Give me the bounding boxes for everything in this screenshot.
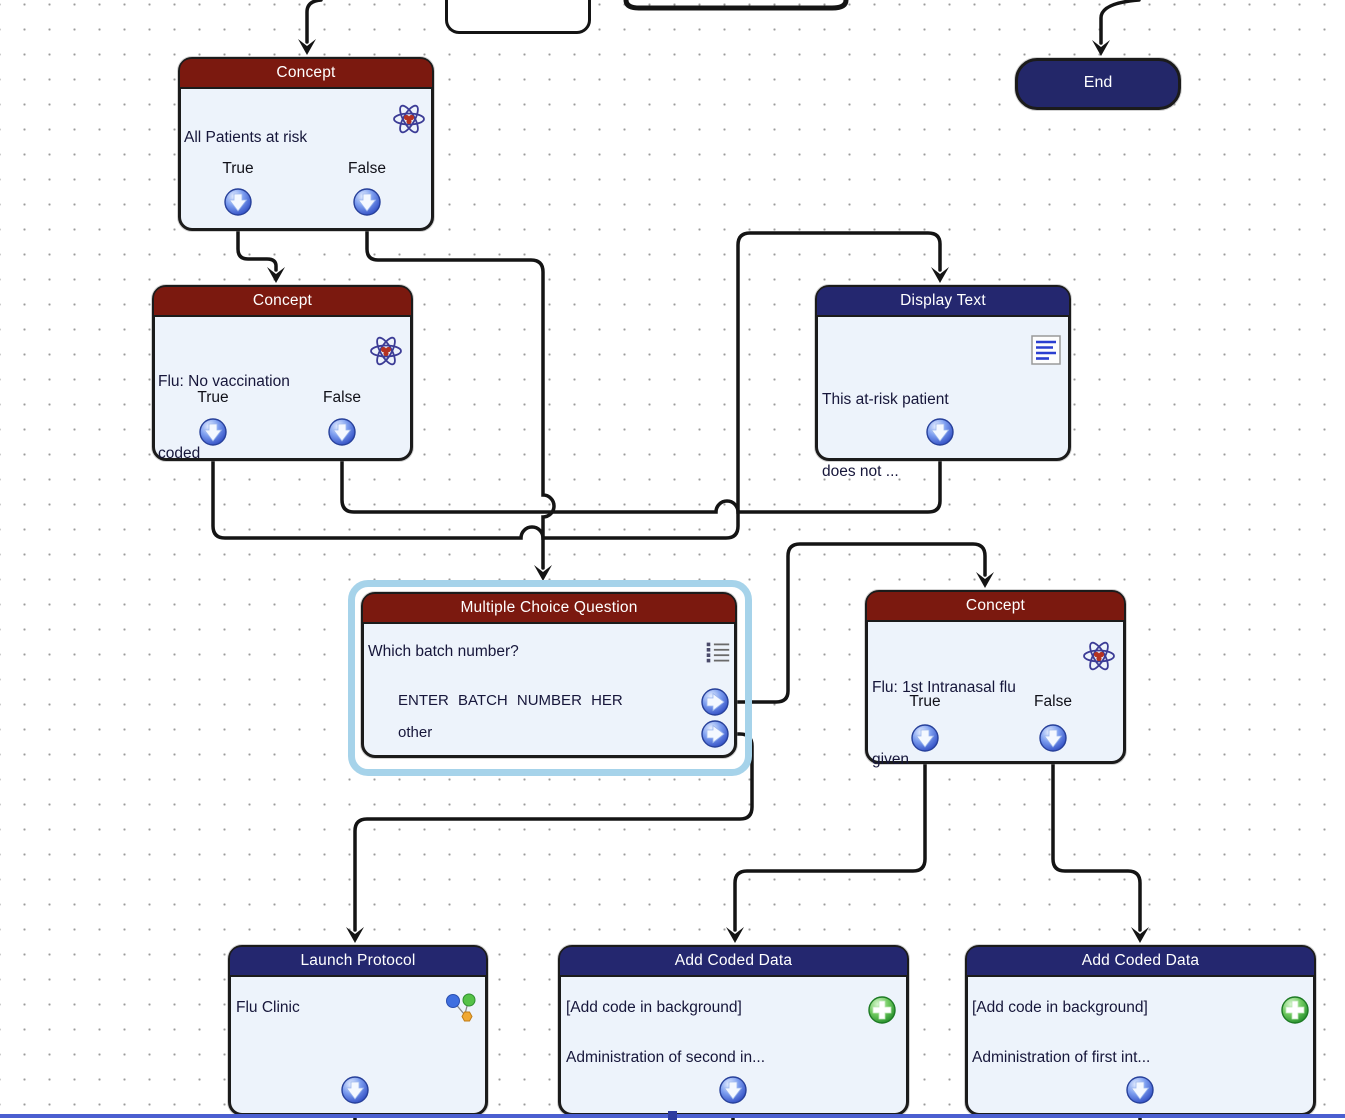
option-arrow[interactable] bbox=[701, 688, 729, 716]
node-header: Add Coded Data bbox=[560, 947, 907, 977]
option-arrow[interactable] bbox=[701, 720, 729, 748]
output-arrow[interactable] bbox=[926, 418, 954, 446]
node-concept-intranasal[interactable]: Concept bbox=[865, 590, 1126, 764]
node-concept-no-vaccination[interactable]: Concept bbox=[152, 285, 413, 461]
node-text-line: [Add code in background] bbox=[972, 999, 1148, 1016]
node-end[interactable]: End bbox=[1015, 58, 1181, 110]
atom-icon bbox=[370, 334, 402, 368]
output-arrow[interactable] bbox=[1126, 1076, 1154, 1104]
output-label-false: False bbox=[1034, 693, 1072, 710]
selection-highlight bbox=[348, 580, 752, 776]
output-label-false: False bbox=[348, 160, 386, 177]
connector-false2-displaytext-merge bbox=[340, 454, 942, 514]
node-text-line: This at-risk patient bbox=[822, 391, 949, 408]
node-header: Launch Protocol bbox=[230, 947, 486, 977]
node-text-line: [Add code in background] bbox=[566, 999, 742, 1016]
node-text-line: does not ... bbox=[822, 463, 899, 480]
protocol-icon bbox=[445, 993, 476, 1022]
node-text-line: Administration of second in... bbox=[566, 1049, 766, 1066]
node-header: Add Coded Data bbox=[967, 947, 1314, 977]
node-text-line: Administration of first int... bbox=[972, 1049, 1151, 1066]
arrowheads bbox=[267, 39, 1149, 943]
output-arrow[interactable] bbox=[341, 1076, 369, 1104]
node-text-line: Flu Clinic bbox=[236, 999, 300, 1016]
output-arrow[interactable] bbox=[719, 1076, 747, 1104]
plus-icon bbox=[868, 996, 896, 1024]
mcq-option[interactable]: other bbox=[398, 724, 433, 741]
atom-icon bbox=[1083, 639, 1115, 673]
node-concept-at-risk[interactable]: Concept bbox=[178, 57, 434, 231]
output-label-true: True bbox=[222, 160, 254, 177]
output-label-false: False bbox=[323, 389, 361, 406]
atom-icon bbox=[393, 102, 425, 136]
node-header: Concept bbox=[180, 59, 432, 89]
mcq-option[interactable]: ENTER BATCH NUMBER HER bbox=[398, 692, 623, 709]
output-arrow-false[interactable] bbox=[353, 188, 381, 216]
connector-true3-to-acd-second bbox=[733, 757, 927, 932]
connector-into-first-concept bbox=[305, 0, 323, 44]
node-header: Concept bbox=[154, 287, 411, 317]
mcq-question: Which batch number? bbox=[368, 643, 519, 660]
output-arrow-true[interactable] bbox=[911, 724, 939, 752]
node-text-line: Flu: 1st Intranasal flu bbox=[872, 679, 1016, 696]
output-arrow-false[interactable] bbox=[328, 418, 356, 446]
connector-true-to-concept2 bbox=[236, 224, 278, 272]
connector-top-bar bbox=[623, 0, 849, 11]
output-arrow-false[interactable] bbox=[1039, 724, 1067, 752]
node-multiple-choice-question[interactable]: Multiple Choice Question bbox=[361, 592, 737, 758]
end-label: End bbox=[1083, 74, 1113, 91]
output-arrow-true[interactable] bbox=[224, 188, 252, 216]
node-header: Concept bbox=[867, 592, 1124, 622]
connector-into-end bbox=[1099, 0, 1141, 45]
output-label-true: True bbox=[197, 389, 229, 406]
connector-true2-to-displaytext bbox=[211, 231, 942, 540]
canvas-edge-handle[interactable] bbox=[668, 1111, 677, 1120]
plus-icon bbox=[1281, 996, 1309, 1024]
node-text-line: given bbox=[872, 751, 910, 768]
node-text-line: Flu: No vaccination bbox=[158, 373, 290, 390]
partial-node-top[interactable] bbox=[445, 0, 591, 34]
connector-false3-to-acd-first bbox=[1051, 757, 1142, 932]
output-label-true: True bbox=[909, 693, 941, 710]
node-display-text[interactable]: Display Text bbox=[815, 285, 1071, 461]
display-text-icon bbox=[1031, 335, 1061, 365]
node-header: Multiple Choice Question bbox=[363, 594, 735, 624]
list-icon bbox=[705, 641, 731, 664]
node-header: Display Text bbox=[817, 287, 1069, 317]
output-arrow-true[interactable] bbox=[199, 418, 227, 446]
node-text-line: All Patients at risk bbox=[184, 129, 308, 146]
node-text-line: coded bbox=[158, 445, 201, 462]
connector-option1-to-concept3 bbox=[729, 542, 987, 704]
